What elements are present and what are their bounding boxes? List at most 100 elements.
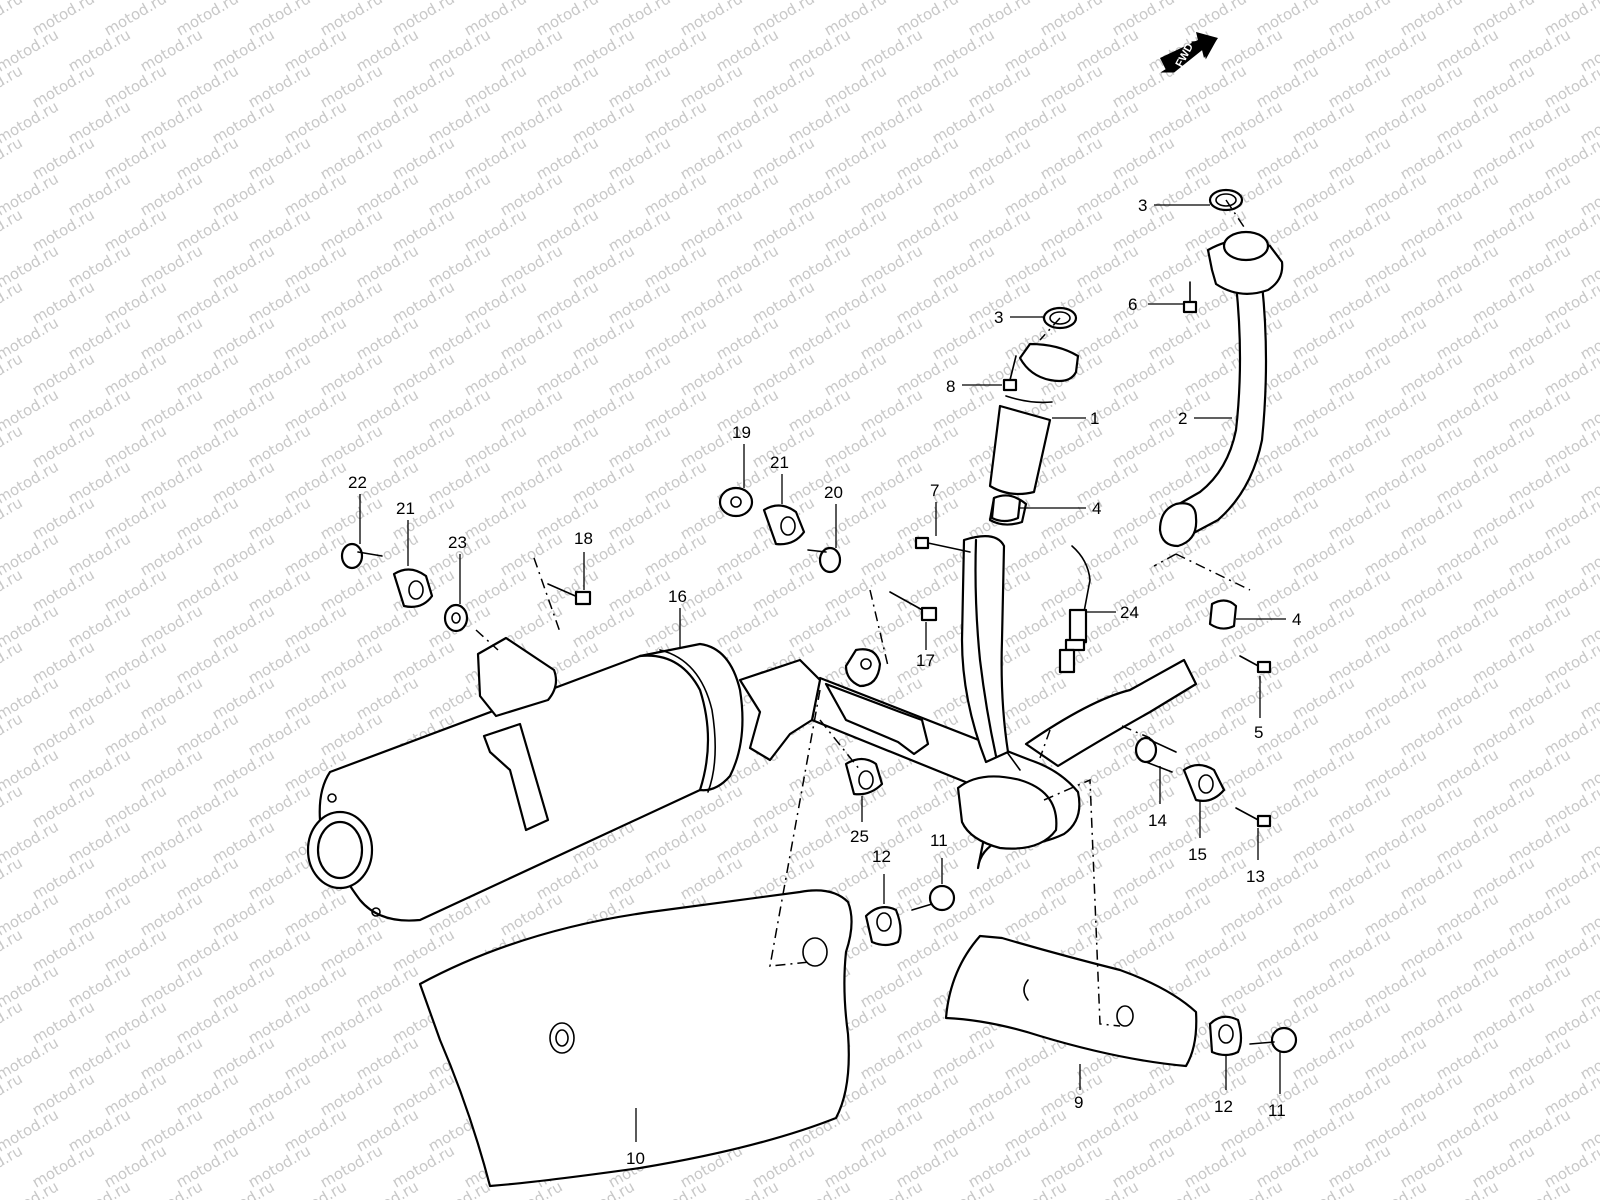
watermark-text: motod.ru [569, 97, 638, 147]
watermark-text: motod.ru [1109, 349, 1178, 399]
watermark-text: motod.ru [641, 457, 710, 507]
watermark-text: motod.ru [101, 637, 170, 687]
watermark-text: motod.ru [281, 601, 350, 651]
watermark-text: motod.ru [137, 817, 206, 867]
watermark-text: motod.ru [29, 997, 98, 1047]
watermark-text: motod.ru [533, 421, 602, 471]
watermark-text: motod.ru [1217, 817, 1286, 867]
watermark-text: motod.ru [281, 529, 350, 579]
part-muffler [306, 636, 930, 922]
watermark-text: motod.ru [209, 385, 278, 435]
watermark-text: motod.ru [281, 457, 350, 507]
watermark-text: motod.ru [1109, 133, 1178, 183]
watermark-text: motod.ru [1217, 1177, 1286, 1200]
watermark-text: motod.ru [245, 493, 314, 543]
watermark-text: motod.ru [1253, 1069, 1322, 1119]
watermark-text: motod.ru [245, 421, 314, 471]
watermark-text: motod.ru [1397, 61, 1466, 111]
watermark-text: motod.ru [353, 1177, 422, 1200]
watermark-text: motod.ru [1505, 1177, 1574, 1200]
watermark-text: motod.ru [1073, 25, 1142, 75]
watermark-text: motod.ru [1289, 1105, 1358, 1155]
watermark-text: motod.ru [137, 529, 206, 579]
watermark-text: motod.ru [65, 673, 134, 723]
watermark-text: motod.ru [29, 709, 98, 759]
watermark-text: motod.ru [1217, 745, 1286, 795]
watermark-text: motod.ru [353, 601, 422, 651]
watermark-text: motod.ru [569, 601, 638, 651]
watermark-text: motod.ru [1253, 565, 1322, 615]
watermark-text: motod.ru [1145, 1177, 1214, 1200]
watermark-text: motod.ru [1433, 889, 1502, 939]
watermark-text: motod.ru [1325, 709, 1394, 759]
watermark-text: motod.ru [317, 133, 386, 183]
callout-24: 24 [1120, 603, 1139, 622]
watermark-text: motod.ru [605, 205, 674, 255]
watermark-text: motod.ru [893, 925, 962, 975]
watermark-text: motod.ru [677, 133, 746, 183]
watermark-text: motod.ru [749, 565, 818, 615]
watermark-text: motod.ru [1541, 637, 1600, 687]
watermark-text: motod.ru [605, 349, 674, 399]
part-bolt-8 [1002, 355, 1018, 392]
watermark-text: motod.ru [1433, 529, 1502, 579]
watermark-text: motod.ru [821, 1141, 890, 1191]
callout-3-upper: 3 [1138, 196, 1147, 215]
watermark-text: motod.ru [1433, 601, 1502, 651]
watermark-text: motod.ru [1505, 169, 1574, 219]
watermark-text: motod.ru [101, 565, 170, 615]
watermark-text: motod.ru [173, 205, 242, 255]
callout-11-upper: 11 [930, 831, 948, 850]
part-heat-shield-long [418, 889, 853, 1188]
part-cap-19 [718, 486, 754, 518]
watermark-text: motod.ru [1541, 997, 1600, 1047]
watermark-text: motod.ru [1289, 97, 1358, 147]
watermark-text: motod.ru [1397, 1069, 1466, 1119]
watermark-text: motod.ru [497, 457, 566, 507]
watermark-text: motod.ru [497, 169, 566, 219]
watermark-text: motod.ru [317, 997, 386, 1047]
watermark-text: motod.ru [317, 61, 386, 111]
watermark-text: motod.ru [389, 205, 458, 255]
watermark-text: motod.ru [173, 709, 242, 759]
watermark-text: motod.ru [245, 277, 314, 327]
watermark-text: motod.ru [245, 1141, 314, 1191]
watermark-text: motod.ru [353, 25, 422, 75]
watermark-text: motod.ru [785, 169, 854, 219]
watermark-text: motod.ru [425, 385, 494, 435]
watermark-text: motod.ru [389, 349, 458, 399]
watermark-text: motod.ru [749, 133, 818, 183]
watermark-text: motod.ru [1325, 997, 1394, 1047]
watermark-text: motod.ru [1397, 853, 1466, 903]
watermark-text: motod.ru [1397, 997, 1466, 1047]
watermark-text: motod.ru [1505, 529, 1574, 579]
watermark-text: motod.ru [1541, 133, 1600, 183]
watermark-text: motod.ru [1361, 313, 1430, 363]
watermark-text: motod.ru [281, 889, 350, 939]
watermark-text: motod.ru [1109, 853, 1178, 903]
watermark-text: motod.ru [1469, 205, 1538, 255]
watermark-text: motod.ru [101, 1069, 170, 1119]
watermark-text: motod.ru [1253, 925, 1322, 975]
watermark-text: motod.ru [1037, 853, 1106, 903]
watermark-text: motod.ru [65, 241, 134, 291]
watermark-text: motod.ru [1289, 529, 1358, 579]
part-sleeve-front [990, 494, 1022, 523]
watermark-text: motod.ru [677, 277, 746, 327]
watermark-text: motod.ru [317, 493, 386, 543]
watermark-text: motod.ru [173, 493, 242, 543]
watermark-text: motod.ru [1289, 25, 1358, 75]
watermark-text: motod.ru [65, 1033, 134, 1083]
watermark-text: motod.ru [101, 1141, 170, 1191]
watermark-text: motod.ru [389, 1141, 458, 1191]
watermark-text: motod.ru [1073, 97, 1142, 147]
watermark-text: motod.ru [65, 97, 134, 147]
watermark-text: motod.ru [965, 133, 1034, 183]
watermark-text: motod.ru [65, 601, 134, 651]
callout-21-right: 21 [770, 453, 789, 472]
watermark-text: motod.ru [605, 853, 674, 903]
watermark-text: motod.ru [1433, 1105, 1502, 1155]
watermark-text: motod.ru [1001, 601, 1070, 651]
watermark-text: motod.ru [605, 61, 674, 111]
